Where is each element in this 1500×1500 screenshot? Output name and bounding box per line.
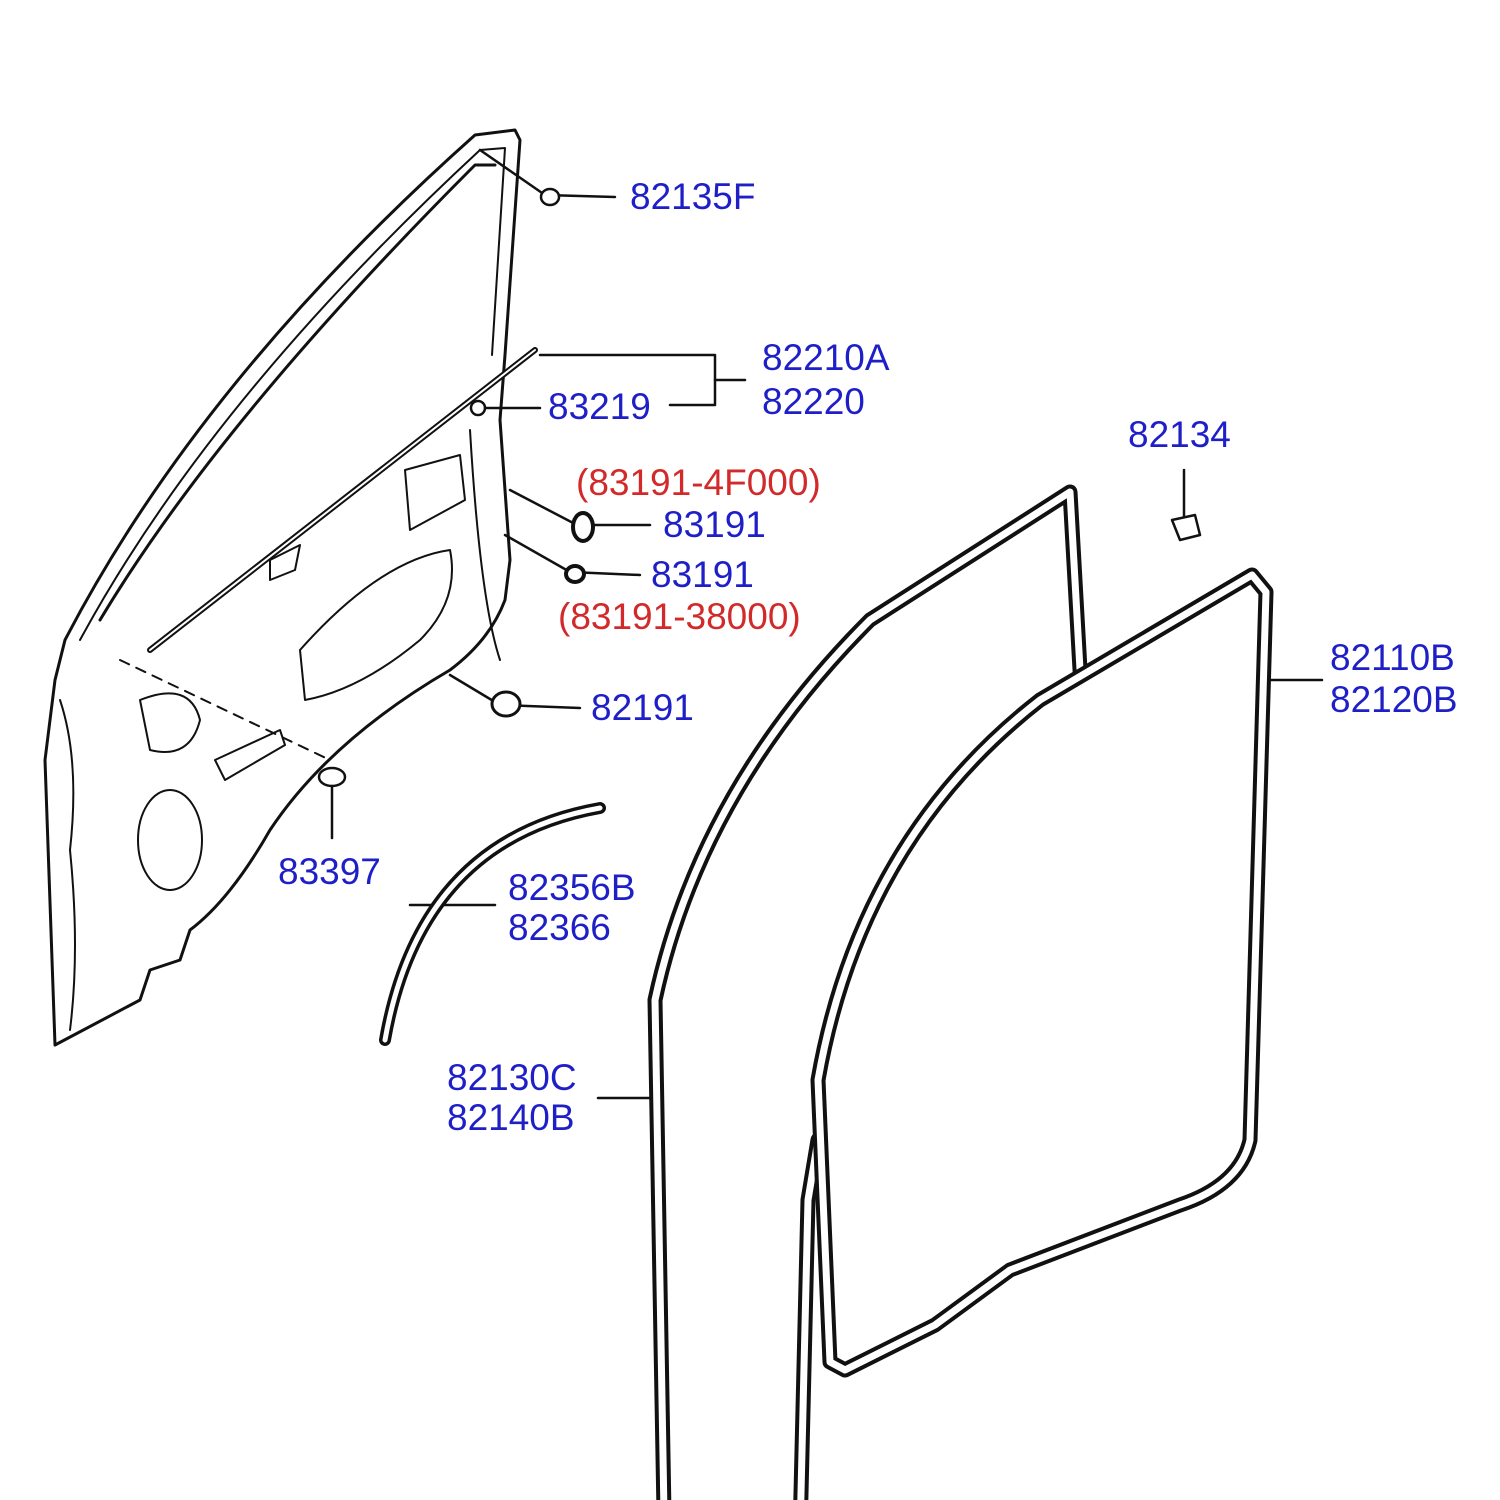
door-panel (43, 128, 538, 1047)
alt-part-label-83191-4F000[interactable]: (83191-4F000) (576, 462, 821, 503)
part-label-83397[interactable]: 83397 (278, 851, 381, 892)
part-label-82140B[interactable]: 82140B (447, 1097, 575, 1138)
part-label-82130C[interactable]: 82130C (447, 1057, 577, 1098)
part-label-82134[interactable]: 82134 (1128, 414, 1231, 455)
part-label-82135F[interactable]: 82135F (630, 176, 756, 217)
alt-part-label-83191-38000[interactable]: (83191-38000) (558, 596, 801, 637)
part-label-82210A[interactable]: 82210A (762, 337, 890, 378)
part-label-83191-b[interactable]: 83191 (651, 554, 754, 595)
part-label-82356B[interactable]: 82356B (508, 867, 636, 908)
body-weatherstrip (810, 567, 1274, 1378)
part-label-82191[interactable]: 82191 (591, 687, 694, 728)
part-label-82110B[interactable]: 82110B (1330, 637, 1455, 678)
arc-seal (379, 802, 606, 1046)
part-label-83191-a[interactable]: 83191 (663, 504, 766, 545)
part-label-82366[interactable]: 82366 (508, 907, 611, 948)
leader-lines (317, 148, 1324, 1100)
part-label-82120B[interactable]: 82120B (1330, 679, 1458, 720)
part-label-83219[interactable]: 83219 (548, 386, 651, 427)
part-label-82220[interactable]: 82220 (762, 381, 865, 422)
